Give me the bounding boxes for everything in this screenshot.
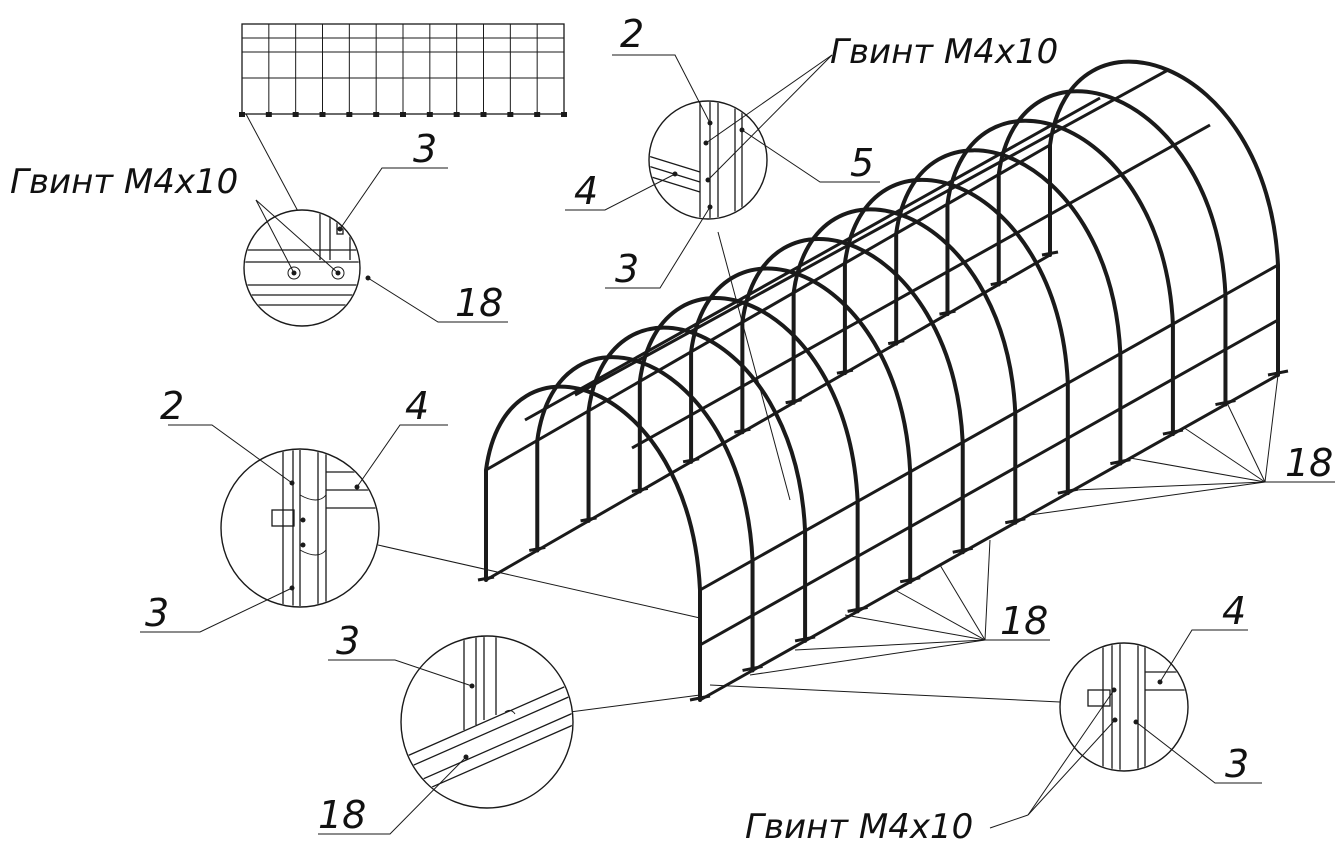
detail-circle-2 [565,54,880,289]
elevation-post-foot [265,112,272,117]
frame-foot-near [847,605,868,613]
frame-foot-near [899,576,921,584]
screw-label-top: Гвинт М4х10 [830,32,1058,72]
part-label-2-circle2: 2 [620,12,644,56]
elevation-post-foot [346,112,353,117]
detail-circle-5 [989,629,1262,829]
detail-circle-4 [318,635,574,835]
frame-arch [586,325,808,643]
part-label-18-frame-right: 18 [1285,441,1333,485]
frame-foot-far [631,486,649,493]
frame-foot-far [939,309,956,316]
frame-foot-near [952,546,974,554]
elevation-post-foot [507,112,514,117]
greenhouse-frame [477,59,1289,702]
frame-foot-far [990,280,1008,287]
part-label-3-circle5: 3 [1225,742,1249,786]
screw-label-left: Гвинт М4х10 [10,162,238,202]
labels: Гвинт М4х10 Гвинт М4х10 Гвинт М4х10 3 18… [10,12,1333,847]
frame-foot-near [1162,428,1184,436]
frame-foot-near [742,664,763,672]
frame-arch [637,296,860,614]
frame-foot-far [1041,250,1059,257]
frame-foot-far [887,339,905,346]
part-label-5-circle2: 5 [850,141,874,185]
frame-arch [894,148,1123,466]
elevation-post-foot [373,112,380,117]
elevation-post-foot [561,112,567,117]
elevation-post-foot [534,112,541,117]
part-label-3-circle1: 3 [413,127,437,171]
elevation-post-foot [426,112,433,117]
frame-roof-rail-1 [574,68,1169,397]
elevation-post-foot [400,112,406,117]
part-label-3-circle3: 3 [145,591,169,635]
part-label-2-circle3: 2 [160,384,184,428]
frame-roof-rail-2 [631,123,1211,450]
elevation-post-foot [319,112,326,117]
part-label-3-circle2: 3 [615,247,639,291]
frame-mid-rail-near [699,318,1279,647]
part-label-18-circle1: 18 [455,281,503,325]
frame-arch [484,384,702,702]
leader-lines [245,113,1335,713]
elevation-post-foot [480,112,487,117]
frame-foot-far [836,368,854,375]
frame-base-rail-near [699,373,1279,702]
frame-foot-near [1215,399,1236,407]
part-label-3-circle4: 3 [336,619,360,663]
screw-label-bottom: Гвинт М4х10 [745,807,973,847]
frame-foot-far [682,457,700,464]
part-label-4-circle3: 4 [405,384,429,428]
frame-foot-near [1267,369,1289,377]
frame-arch [535,355,755,673]
elevation-post-foot [239,112,245,117]
part-label-18-frame-mid: 18 [1000,599,1048,643]
frame-arch [740,236,965,555]
detail-circle-3 [140,424,448,633]
frame-foot-near [1110,458,1131,466]
frame-top-rail-near [699,263,1279,592]
frame-foot-far [528,545,546,552]
frame-arch [945,118,1175,437]
frame-arch [791,207,1018,525]
frame-foot-far [580,516,597,523]
side-elevation-view [239,23,567,117]
frame-foot-far [477,575,495,582]
elevation-post-foot [453,112,460,117]
frame-arch [842,177,1070,496]
frame-foot-far [785,398,802,405]
frame-top-rail-far [485,143,1051,472]
frame-foot-near [1057,487,1079,495]
elevation-post-foot [292,112,299,117]
frame-foot-far [734,427,751,434]
part-label-4-circle5: 4 [1222,589,1246,633]
frame-arch [689,266,913,584]
frame-foot-near [1004,517,1026,525]
frame-roof-rail-3 [524,96,1101,422]
frame-foot-near [794,635,816,643]
part-label-18-circle4: 18 [318,793,366,837]
frame-foot-near [689,694,711,702]
part-label-4-circle2: 4 [574,169,598,213]
